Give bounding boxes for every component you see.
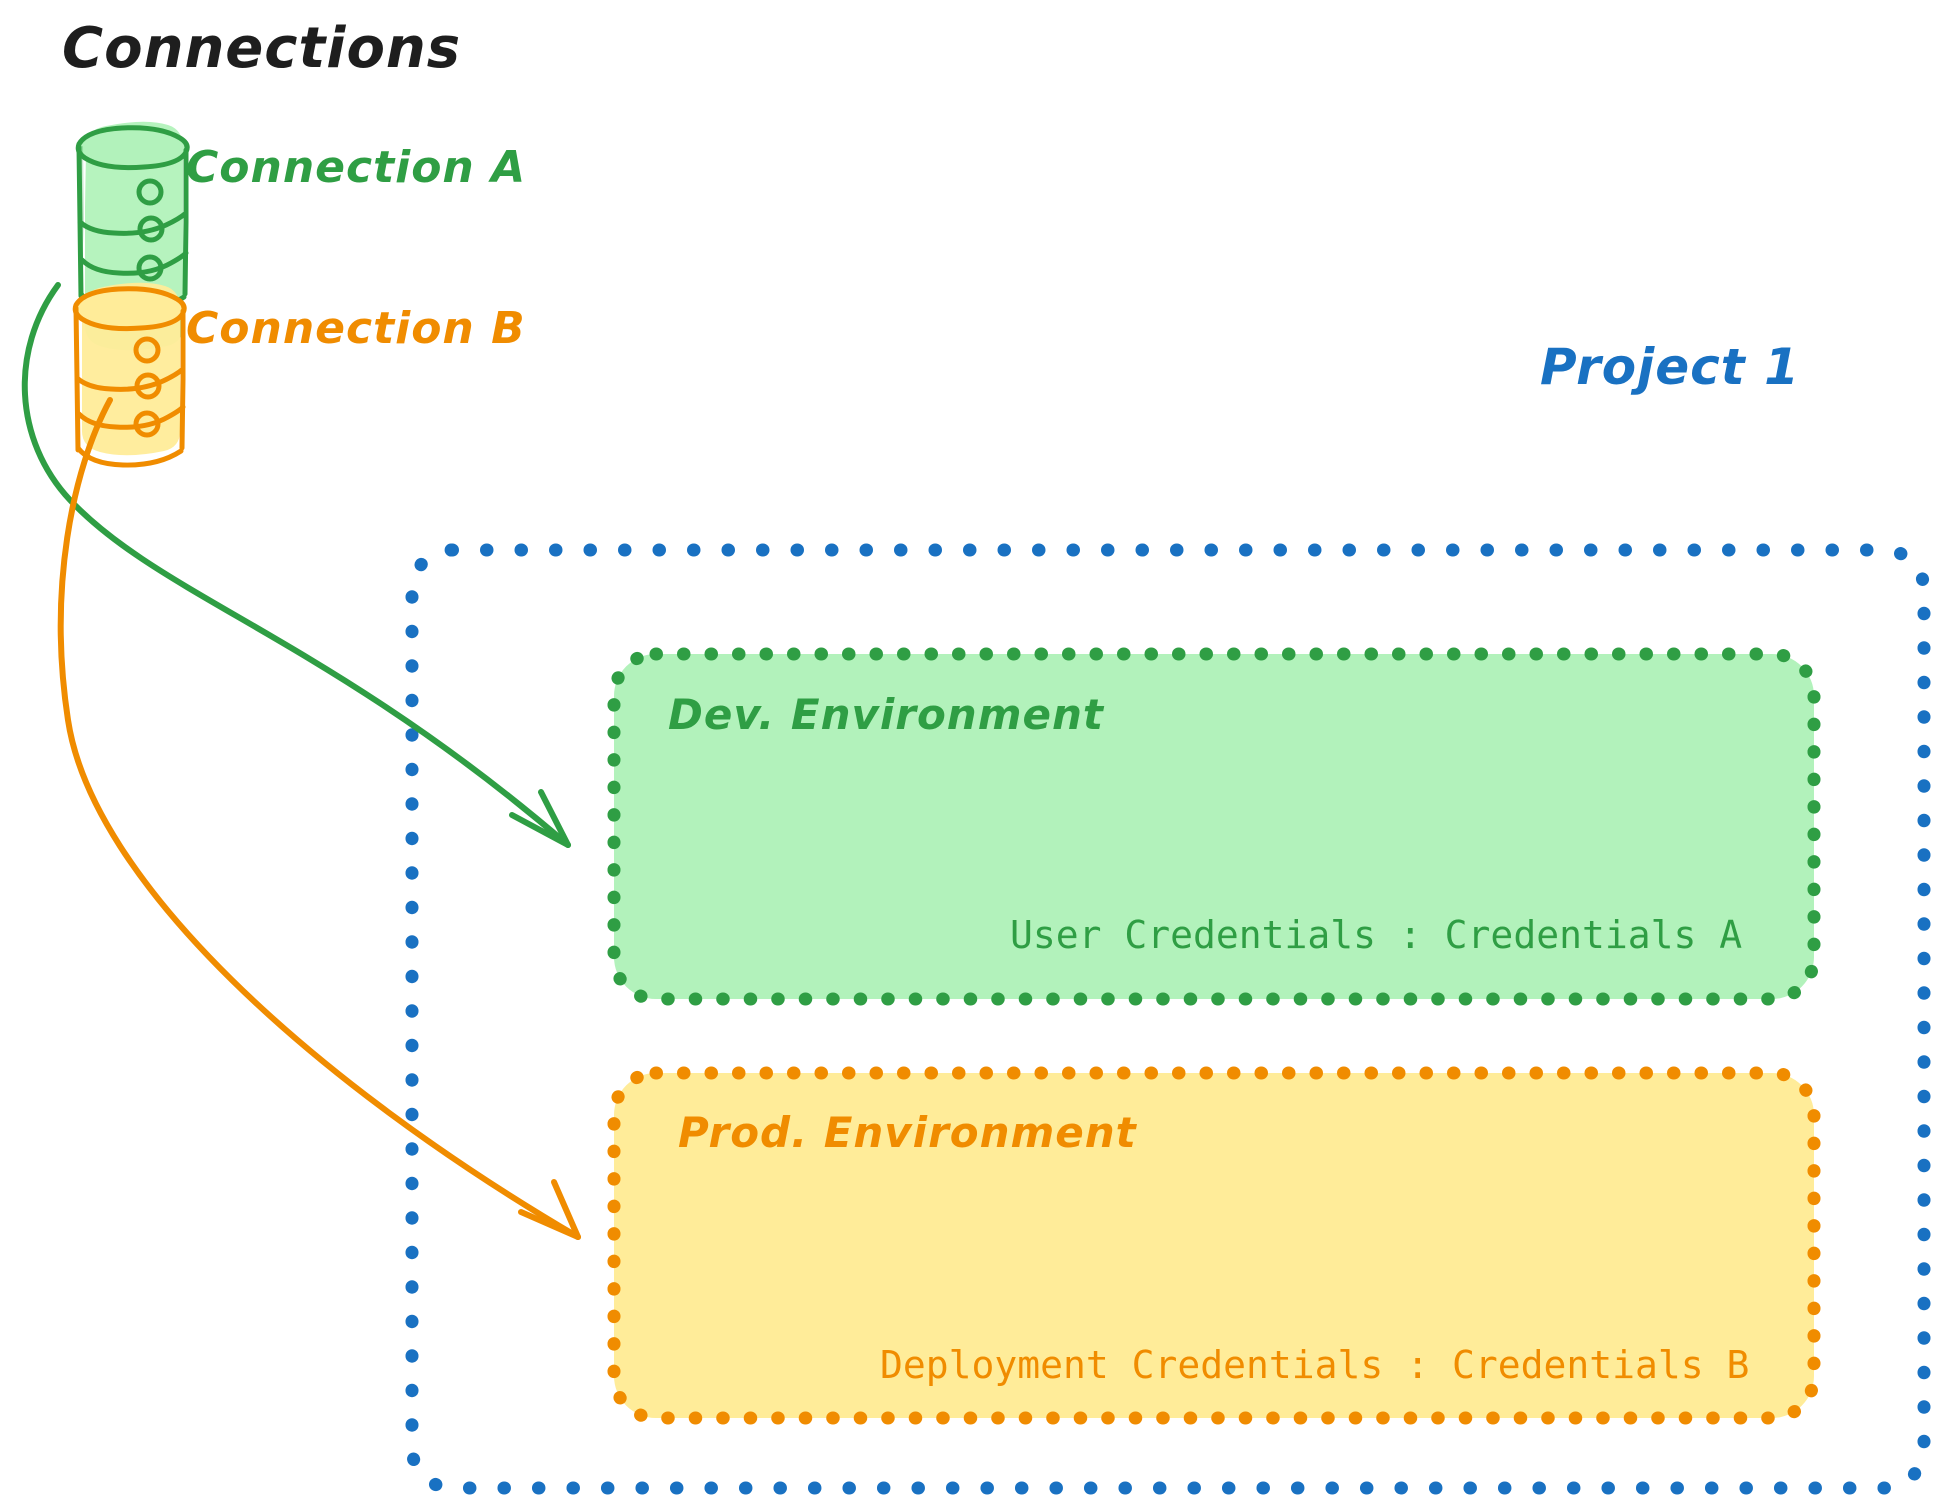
cylinder-a-led-3 [136,254,164,282]
prod-environment-credentials: Deployment Credentials : Credentials B [880,1343,1750,1387]
project-label: Project 1 [1540,338,1800,396]
cylinder-a-led-2 [137,215,165,243]
prod-environment-fill [614,1073,1814,1418]
prod-environment-dotted-border [607,1066,1821,1425]
dev-environment-box[interactable] [607,647,1821,1006]
cylinder-a-top [75,125,190,171]
dev-environment-fill [614,654,1814,999]
cylinder-b-led-2 [134,372,162,400]
cylinder-a-led-1 [136,178,164,206]
dev-environment-credentials: User Credentials : Credentials A [1010,913,1743,957]
connection-b-label[interactable]: Connection B [186,303,526,354]
arrow-b-head-lower [518,1209,581,1240]
arrow-a-head-upper [538,789,571,848]
arrow-b-path [57,397,581,1240]
page-title: Connections [62,16,462,81]
arrow-a-head-lower [509,812,571,848]
arrow-a-path [21,282,571,848]
prod-environment-box[interactable] [607,1066,1821,1425]
cylinder-b-led-3 [133,410,161,438]
cylinder-b-top [72,286,187,332]
dev-environment-title: Dev. Environment [668,690,1104,739]
cylinder-a-right-edge [182,147,189,297]
cylinder-b-led-1 [133,336,161,364]
prod-environment-title: Prod. Environment [678,1108,1137,1157]
cylinder-a-divider-2 [79,250,189,276]
dev-environment-dotted-border [607,647,1821,1006]
cylinder-b-right-edge [179,308,186,451]
cylinder-b-divider-2 [76,404,186,430]
arrow-connection-a-to-dev [21,282,571,848]
arrow-b-head-upper [551,1179,581,1240]
connection-a-label[interactable]: Connection A [186,142,527,193]
arrow-connection-b-to-prod [57,397,581,1240]
